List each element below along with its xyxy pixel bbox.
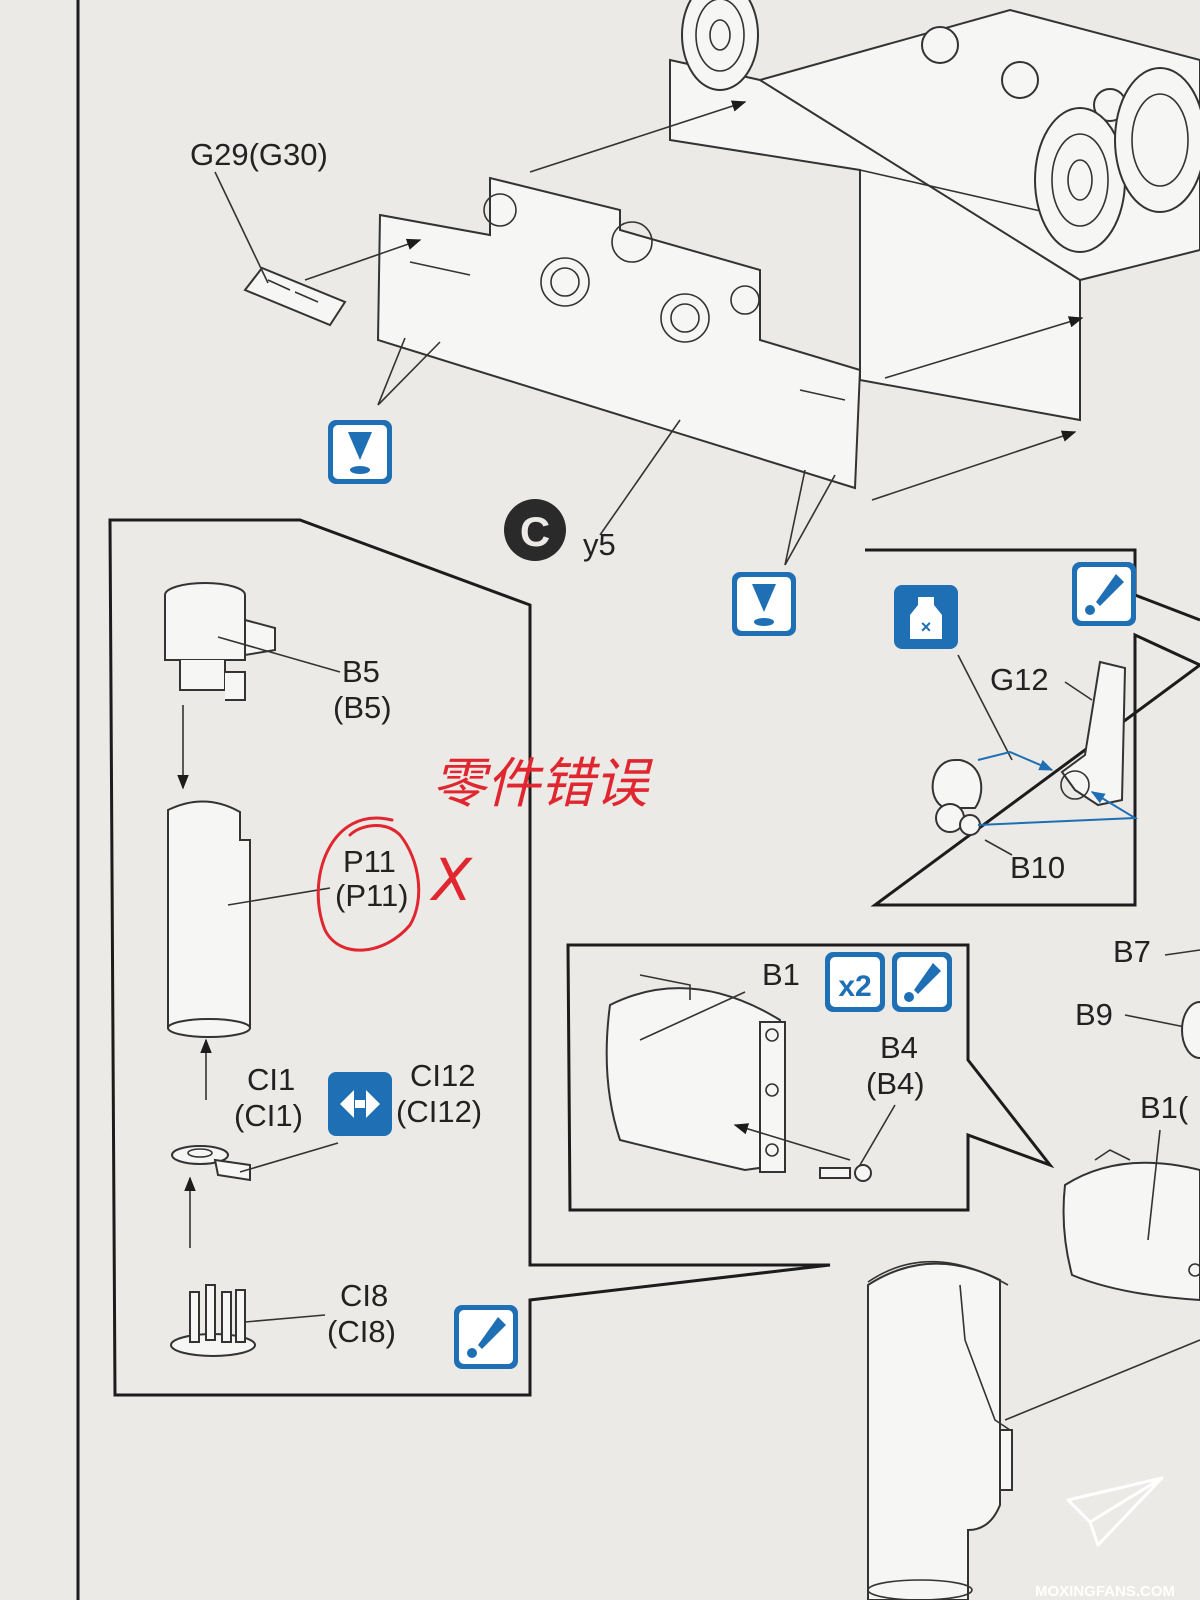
label-y5: y5 bbox=[583, 527, 616, 562]
label-b10: B10 bbox=[1010, 850, 1065, 885]
part-b10 bbox=[931, 759, 983, 836]
handwritten-note: 零件错误 bbox=[432, 752, 653, 815]
label-p11-alt: (P11) bbox=[335, 878, 409, 913]
watermark: MOXINGFANS.COM bbox=[1035, 1476, 1175, 1600]
drill-hole-icon bbox=[328, 420, 392, 484]
red-correction-annotation: 零件错误 X bbox=[316, 752, 653, 952]
label-b1-right: B1( bbox=[1140, 1090, 1189, 1125]
label-ci1: CI1 bbox=[247, 1062, 295, 1097]
label-b5-alt: (B5) bbox=[333, 690, 392, 725]
callout-box-left bbox=[108, 518, 831, 1397]
road-wheel-top bbox=[681, 0, 759, 91]
label-ci1-alt: (CI1) bbox=[234, 1098, 303, 1133]
part-b4 bbox=[819, 1164, 872, 1182]
cement-icon bbox=[454, 1305, 518, 1369]
label-b9: B9 bbox=[1075, 997, 1113, 1032]
part-g12 bbox=[1060, 660, 1127, 807]
part-b5 bbox=[164, 582, 276, 701]
label-g12: G12 bbox=[990, 662, 1049, 697]
paper-plane-icon bbox=[1066, 1476, 1164, 1547]
callout-box-b1 bbox=[566, 943, 1055, 1212]
drill-hole-icon bbox=[732, 572, 796, 636]
cement-icon bbox=[1072, 562, 1136, 626]
hull-rear-assembly bbox=[214, 0, 1200, 566]
label-b4-alt: (B4) bbox=[866, 1066, 925, 1101]
label-ci12: CI12 bbox=[410, 1058, 475, 1093]
road-wheel-right bbox=[1034, 67, 1200, 253]
copyright-icon: C bbox=[520, 508, 550, 555]
label-p11: P11 bbox=[343, 844, 396, 879]
label-b7: B7 bbox=[1113, 934, 1151, 969]
part-p11 bbox=[167, 800, 251, 1038]
part-b1-right bbox=[1062, 1149, 1200, 1302]
label-ci8-alt: (CI8) bbox=[327, 1314, 396, 1349]
label-g29: G29(G30) bbox=[190, 137, 328, 172]
x2-text: x2 bbox=[838, 970, 871, 1003]
part-ci8 bbox=[170, 1284, 256, 1357]
bracket-g29 bbox=[243, 266, 347, 327]
step-marker: C bbox=[504, 499, 566, 561]
watermark-text: MOXINGFANS.COM bbox=[1035, 1583, 1175, 1600]
no-cement-icon: × bbox=[894, 585, 958, 649]
rear-plate bbox=[376, 176, 862, 490]
quantity-x2-icon: x2 bbox=[825, 952, 885, 1012]
label-ci8: CI8 bbox=[340, 1278, 388, 1313]
x-mark: × bbox=[921, 617, 932, 637]
label-b5: B5 bbox=[342, 654, 380, 689]
label-b1: B1 bbox=[762, 957, 800, 992]
part-b1 bbox=[605, 974, 786, 1173]
part-tube-assembly bbox=[867, 1260, 1013, 1600]
cross-mark: X bbox=[429, 846, 473, 914]
alternative-part-icon bbox=[328, 1072, 392, 1136]
label-ci12-alt: (CI12) bbox=[396, 1094, 482, 1129]
part-ci1 bbox=[171, 1145, 251, 1182]
label-b4: B4 bbox=[880, 1030, 918, 1065]
correction-circle bbox=[316, 816, 421, 952]
cement-icon bbox=[892, 952, 952, 1012]
